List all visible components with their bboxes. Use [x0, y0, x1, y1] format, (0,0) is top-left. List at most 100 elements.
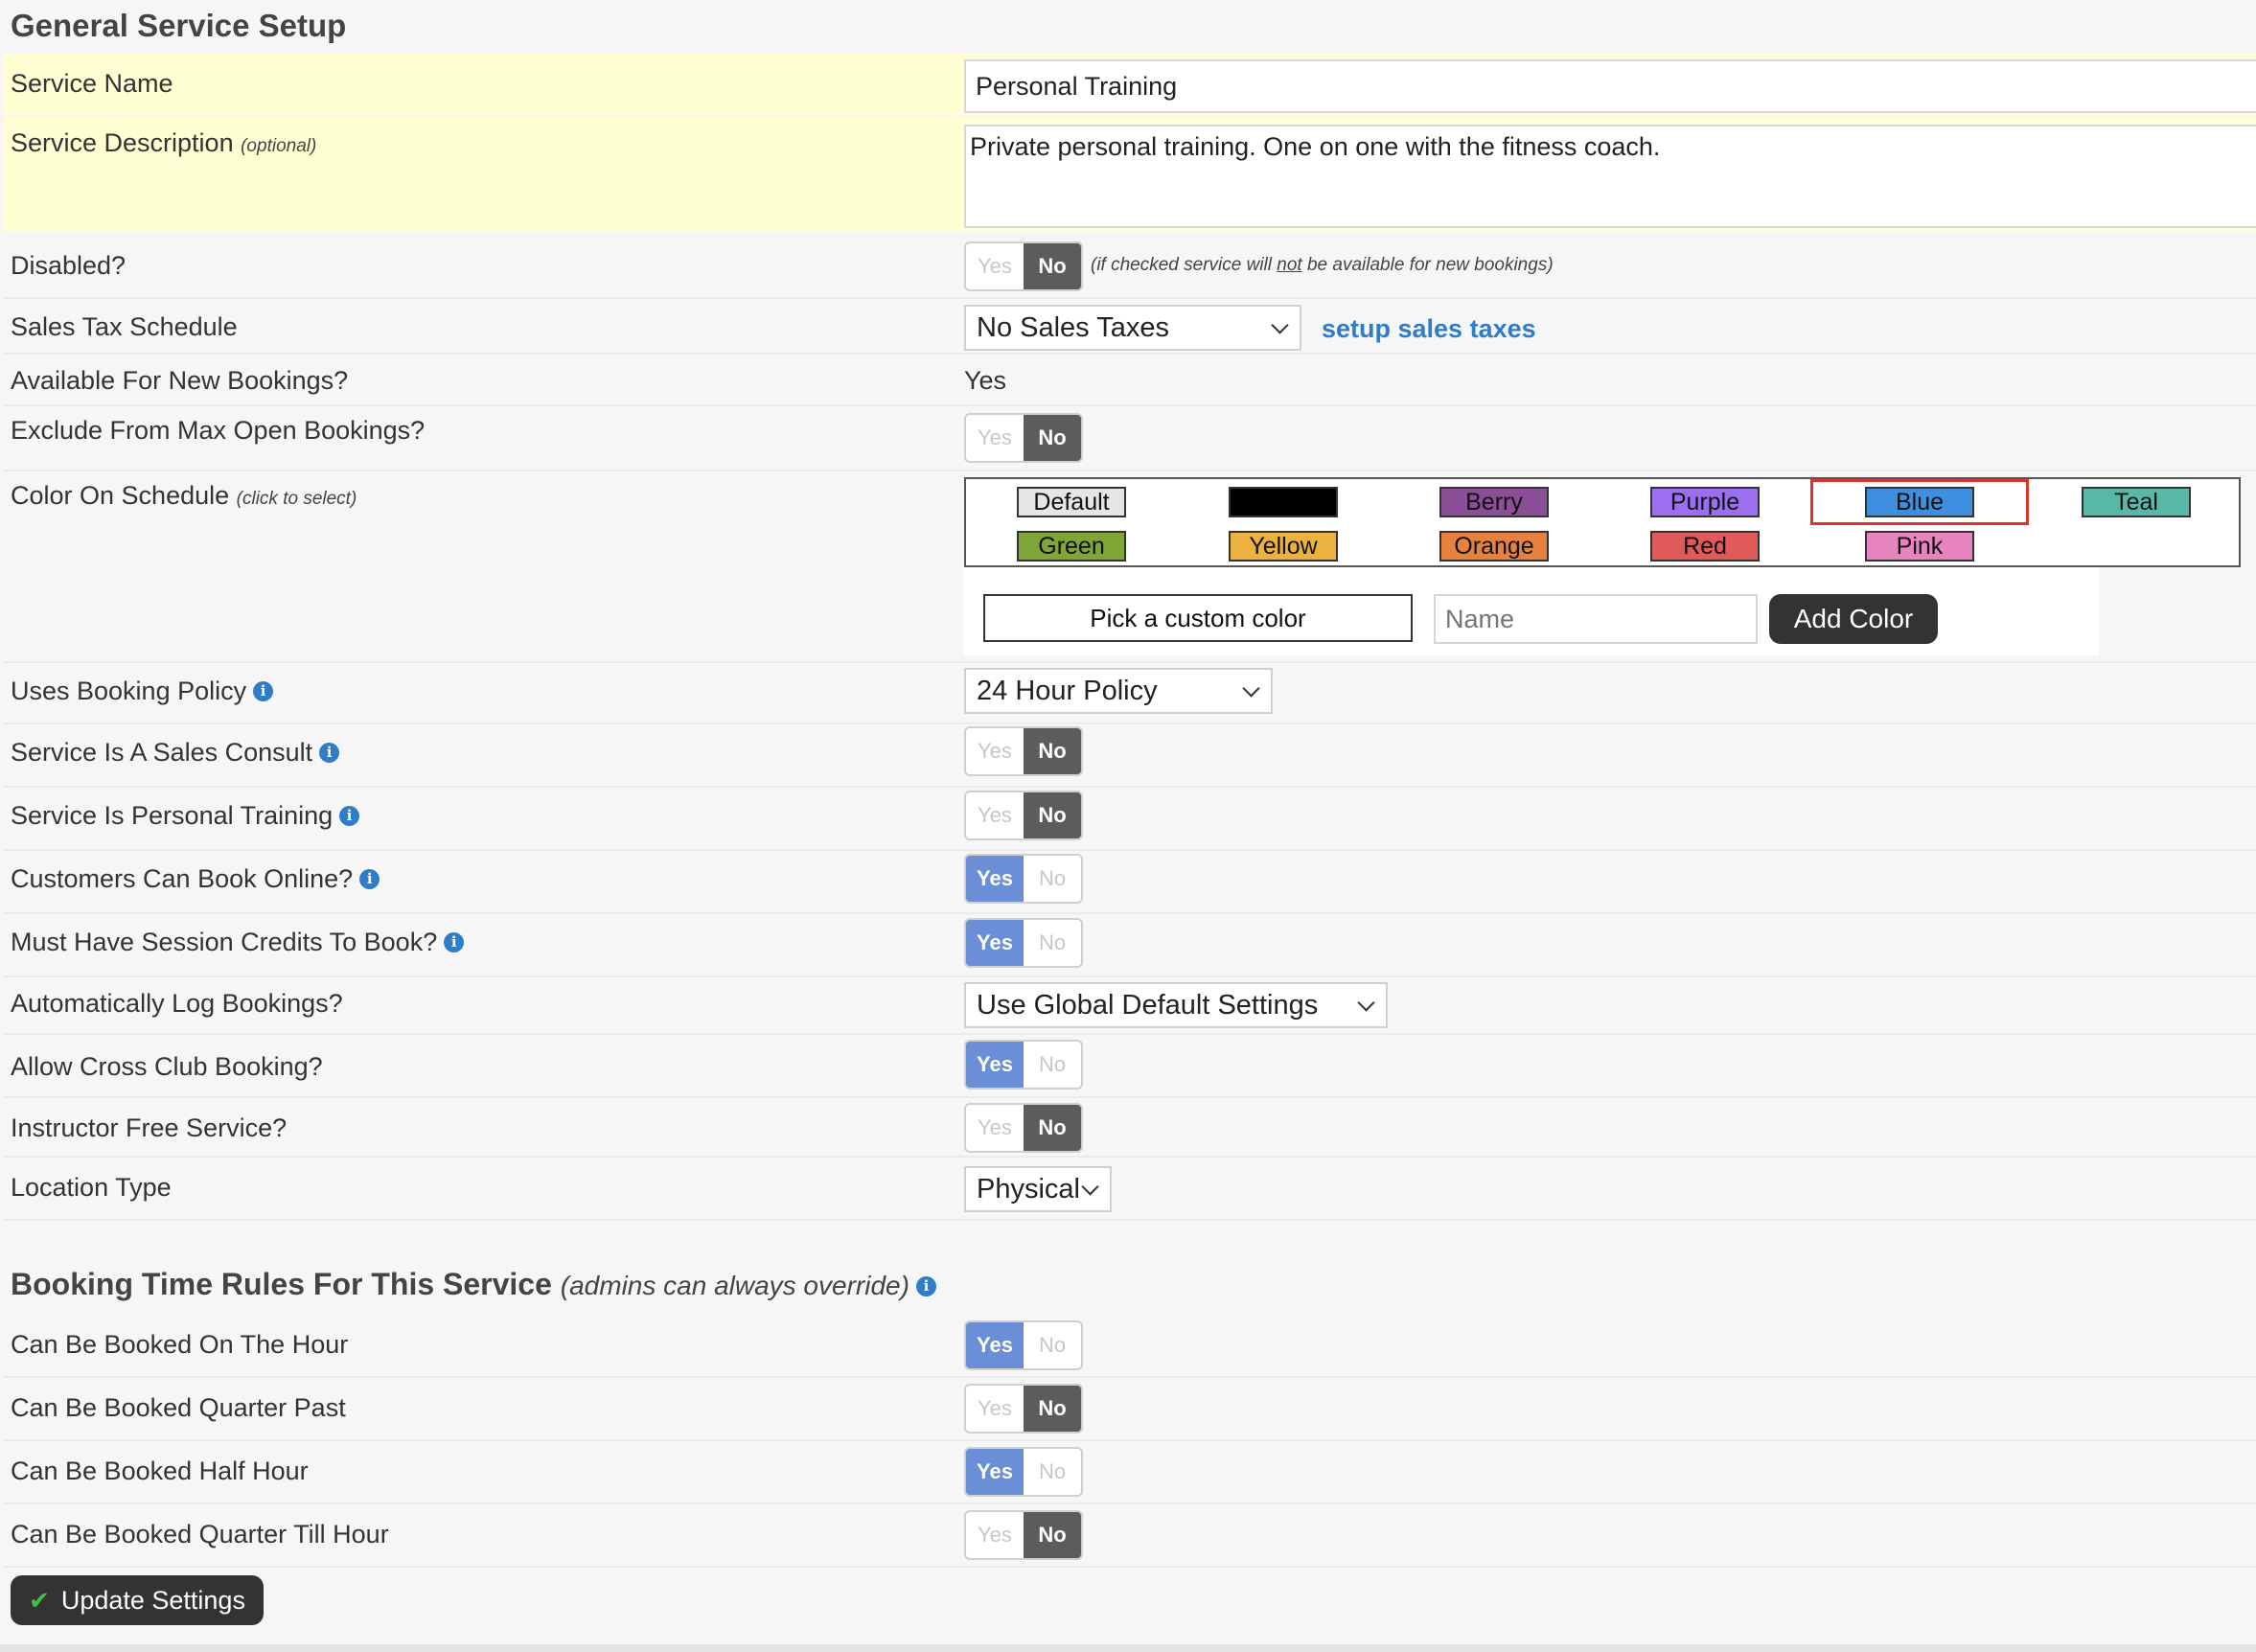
info-icon[interactable]: i	[319, 743, 340, 763]
toggle-no[interactable]: No	[1024, 1105, 1081, 1151]
info-icon[interactable]: i	[253, 681, 274, 701]
booking-policy-selected: 24 Hour Policy	[977, 675, 1158, 706]
checkmark-icon: ✔	[29, 1585, 50, 1615]
color-label-text: Color On Schedule	[11, 481, 230, 510]
instructor-free-toggle[interactable]: Yes No	[964, 1103, 1083, 1153]
swatch-teal[interactable]: Teal	[2082, 487, 2191, 517]
book-online-toggle[interactable]: Yes No	[964, 854, 1083, 904]
half-hour-toggle[interactable]: Yes No	[964, 1447, 1083, 1497]
setup-sales-taxes-link[interactable]: setup sales taxes	[1322, 314, 1536, 343]
row-book-online: Customers Can Book Online?i	[4, 851, 2256, 914]
toggle-yes[interactable]: Yes	[978, 254, 1012, 278]
toggle-yes[interactable]: Yes	[966, 1449, 1024, 1495]
personal-training-label-text: Service Is Personal Training	[11, 801, 334, 830]
on-hour-label: Can Be Booked On The Hour	[11, 1330, 349, 1359]
click-to-select-hint: (click to select)	[236, 489, 357, 509]
booking-policy-label: Uses Booking Policy i	[11, 677, 274, 706]
personal-training-toggle[interactable]: Yes No	[964, 791, 1083, 840]
swatch-green[interactable]: Green	[1017, 531, 1126, 562]
auto-log-label: Automatically Log Bookings?	[11, 989, 343, 1018]
add-color-button[interactable]: Add Color	[1769, 594, 1938, 644]
toggle-no[interactable]: No	[1038, 866, 1067, 890]
disabled-toggle[interactable]: Yes No	[964, 241, 1083, 291]
booking-rules-heading: Booking Time Rules For This Service (adm…	[11, 1267, 936, 1302]
cross-club-toggle[interactable]: Yes No	[964, 1040, 1083, 1090]
booking-policy-label-text: Uses Booking Policy	[11, 677, 247, 705]
swatch-blue[interactable]: Blue	[1865, 487, 1974, 517]
toggle-yes[interactable]: Yes	[966, 1042, 1024, 1088]
row-exclude-max: Exclude From Max Open Bookings?	[4, 406, 2256, 471]
update-settings-button[interactable]: ✔ Update Settings	[11, 1575, 264, 1625]
location-type-selected: Physical	[977, 1173, 1080, 1205]
toggle-yes[interactable]: Yes	[978, 803, 1012, 827]
swatch-black[interactable]	[1229, 487, 1338, 517]
book-online-label: Customers Can Book Online?i	[11, 864, 380, 894]
toggle-no[interactable]: No	[1024, 792, 1081, 838]
exclude-max-label: Exclude From Max Open Bookings?	[11, 416, 426, 445]
custom-color-panel: Pick a custom color Add Color	[964, 567, 2099, 655]
selected-color-outline	[1810, 479, 2029, 525]
quarter-till-toggle[interactable]: Yes No	[964, 1510, 1083, 1560]
service-description-label-text: Service Description	[11, 128, 234, 157]
booking-policy-select[interactable]: 24 Hour Policy	[964, 668, 1273, 714]
toggle-no[interactable]: No	[1038, 930, 1067, 954]
session-credits-label: Must Have Session Credits To Book?i	[11, 928, 465, 957]
swatch-default[interactable]: Default	[1017, 487, 1126, 517]
booking-rules-subtitle: (admins can always override)	[560, 1271, 909, 1300]
info-icon[interactable]: i	[339, 806, 360, 826]
service-description-textarea[interactable]: Private personal training. One on one wi…	[964, 125, 2256, 228]
quarter-past-toggle[interactable]: Yes No	[964, 1384, 1083, 1434]
row-on-hour: Can Be Booked On The Hour	[4, 1315, 2256, 1378]
disabled-label: Disabled?	[11, 251, 127, 280]
quarter-past-label: Can Be Booked Quarter Past	[11, 1393, 346, 1422]
location-type-label: Location Type	[11, 1173, 172, 1202]
exclude-max-toggle[interactable]: Yes No	[964, 413, 1083, 463]
page-bottom-divider	[0, 1644, 2256, 1652]
toggle-no[interactable]: No	[1038, 1052, 1067, 1076]
sales-tax-label: Sales Tax Schedule	[11, 312, 238, 341]
row-half-hour: Can Be Booked Half Hour	[4, 1441, 2256, 1504]
toggle-yes[interactable]: Yes	[978, 1523, 1012, 1547]
swatch-yellow[interactable]: Yellow	[1229, 531, 1338, 562]
toggle-yes[interactable]: Yes	[978, 739, 1012, 763]
info-icon[interactable]: i	[359, 869, 380, 889]
auto-log-select[interactable]: Use Global Default Settings	[964, 982, 1388, 1028]
row-quarter-till: Can Be Booked Quarter Till Hour	[4, 1504, 2256, 1568]
toggle-no[interactable]: No	[1024, 1512, 1081, 1558]
swatch-berry[interactable]: Berry	[1439, 487, 1549, 517]
swatch-red[interactable]: Red	[1650, 531, 1760, 562]
row-quarter-past: Can Be Booked Quarter Past	[4, 1378, 2256, 1441]
toggle-no[interactable]: No	[1024, 243, 1081, 289]
toggle-yes[interactable]: Yes	[966, 1322, 1024, 1368]
swatch-purple[interactable]: Purple	[1650, 487, 1760, 517]
pick-custom-color-button[interactable]: Pick a custom color	[983, 594, 1413, 642]
on-hour-toggle[interactable]: Yes No	[964, 1320, 1083, 1370]
row-disabled: Disabled?	[4, 234, 2256, 299]
sales-tax-select[interactable]: No Sales Taxes	[964, 305, 1301, 351]
toggle-yes[interactable]: Yes	[978, 1115, 1012, 1139]
info-icon[interactable]: i	[444, 932, 465, 952]
toggle-no[interactable]: No	[1024, 728, 1081, 774]
session-credits-toggle[interactable]: Yes No	[964, 918, 1083, 968]
sales-consult-toggle[interactable]: Yes No	[964, 726, 1083, 776]
toggle-no[interactable]: No	[1038, 1459, 1067, 1483]
toggle-yes[interactable]: Yes	[966, 920, 1024, 966]
swatch-orange[interactable]: Orange	[1439, 531, 1549, 562]
half-hour-label: Can Be Booked Half Hour	[11, 1457, 309, 1485]
swatch-pink[interactable]: Pink	[1865, 531, 1974, 562]
toggle-no[interactable]: No	[1038, 1333, 1067, 1357]
toggle-yes[interactable]: Yes	[966, 856, 1024, 902]
toggle-yes[interactable]: Yes	[978, 1396, 1012, 1420]
info-icon[interactable]: i	[915, 1276, 936, 1296]
instructor-free-label: Instructor Free Service?	[11, 1113, 288, 1142]
toggle-no[interactable]: No	[1024, 415, 1081, 461]
custom-color-name-input[interactable]	[1434, 594, 1758, 644]
toggle-no[interactable]: No	[1024, 1386, 1081, 1432]
service-name-input[interactable]: Personal Training	[964, 59, 2256, 113]
row-color: Color On Schedule (click to select)	[4, 471, 2256, 663]
available-value: Yes	[964, 366, 1007, 395]
toggle-yes[interactable]: Yes	[978, 425, 1012, 449]
location-type-select[interactable]: Physical	[964, 1166, 1112, 1212]
